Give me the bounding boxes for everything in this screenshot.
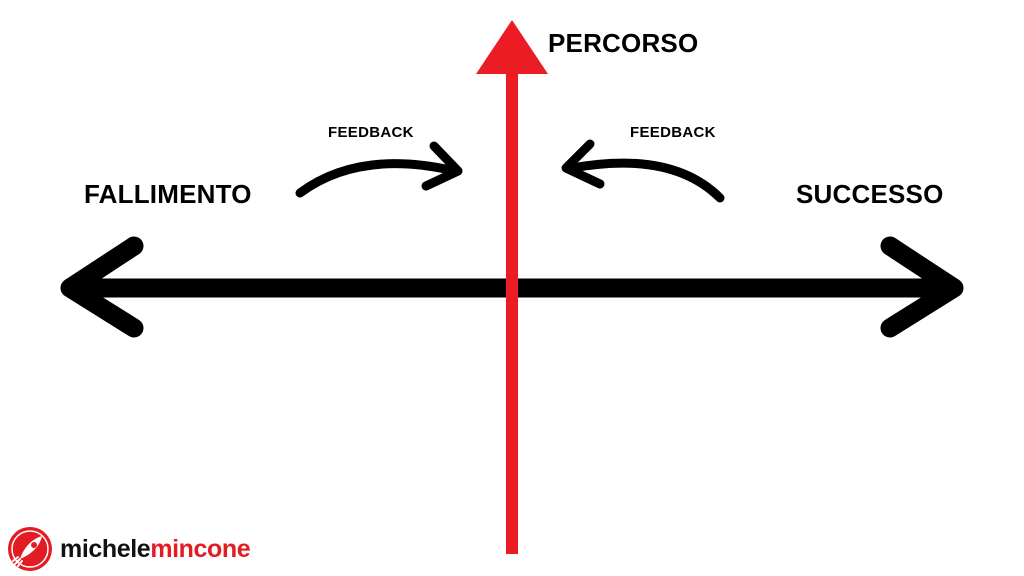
feedback-right-label: FEEDBACK [630,124,716,141]
vertical-arrowhead [476,20,548,74]
right-arrowhead [880,236,964,338]
brand-name: michelemincone [60,534,251,564]
feedback-left-label: FEEDBACK [328,124,414,141]
brand-name-part1: michele [60,534,151,563]
vertical-axis-arrow [476,20,548,554]
brand-watermark: michelemincone [6,524,251,574]
rocket-logo-icon [8,527,52,571]
vertical-axis-line [506,68,518,554]
right-end-label: SUCCESSO [796,179,944,209]
feedback-right-arrow [561,139,725,203]
left-arrowhead [60,236,144,338]
vertical-axis-label: PERCORSO [548,28,699,58]
left-end-label: FALLIMENTO [84,179,252,209]
feedback-left-arrow [295,141,463,198]
brand-name-part2: mincone [150,534,251,563]
